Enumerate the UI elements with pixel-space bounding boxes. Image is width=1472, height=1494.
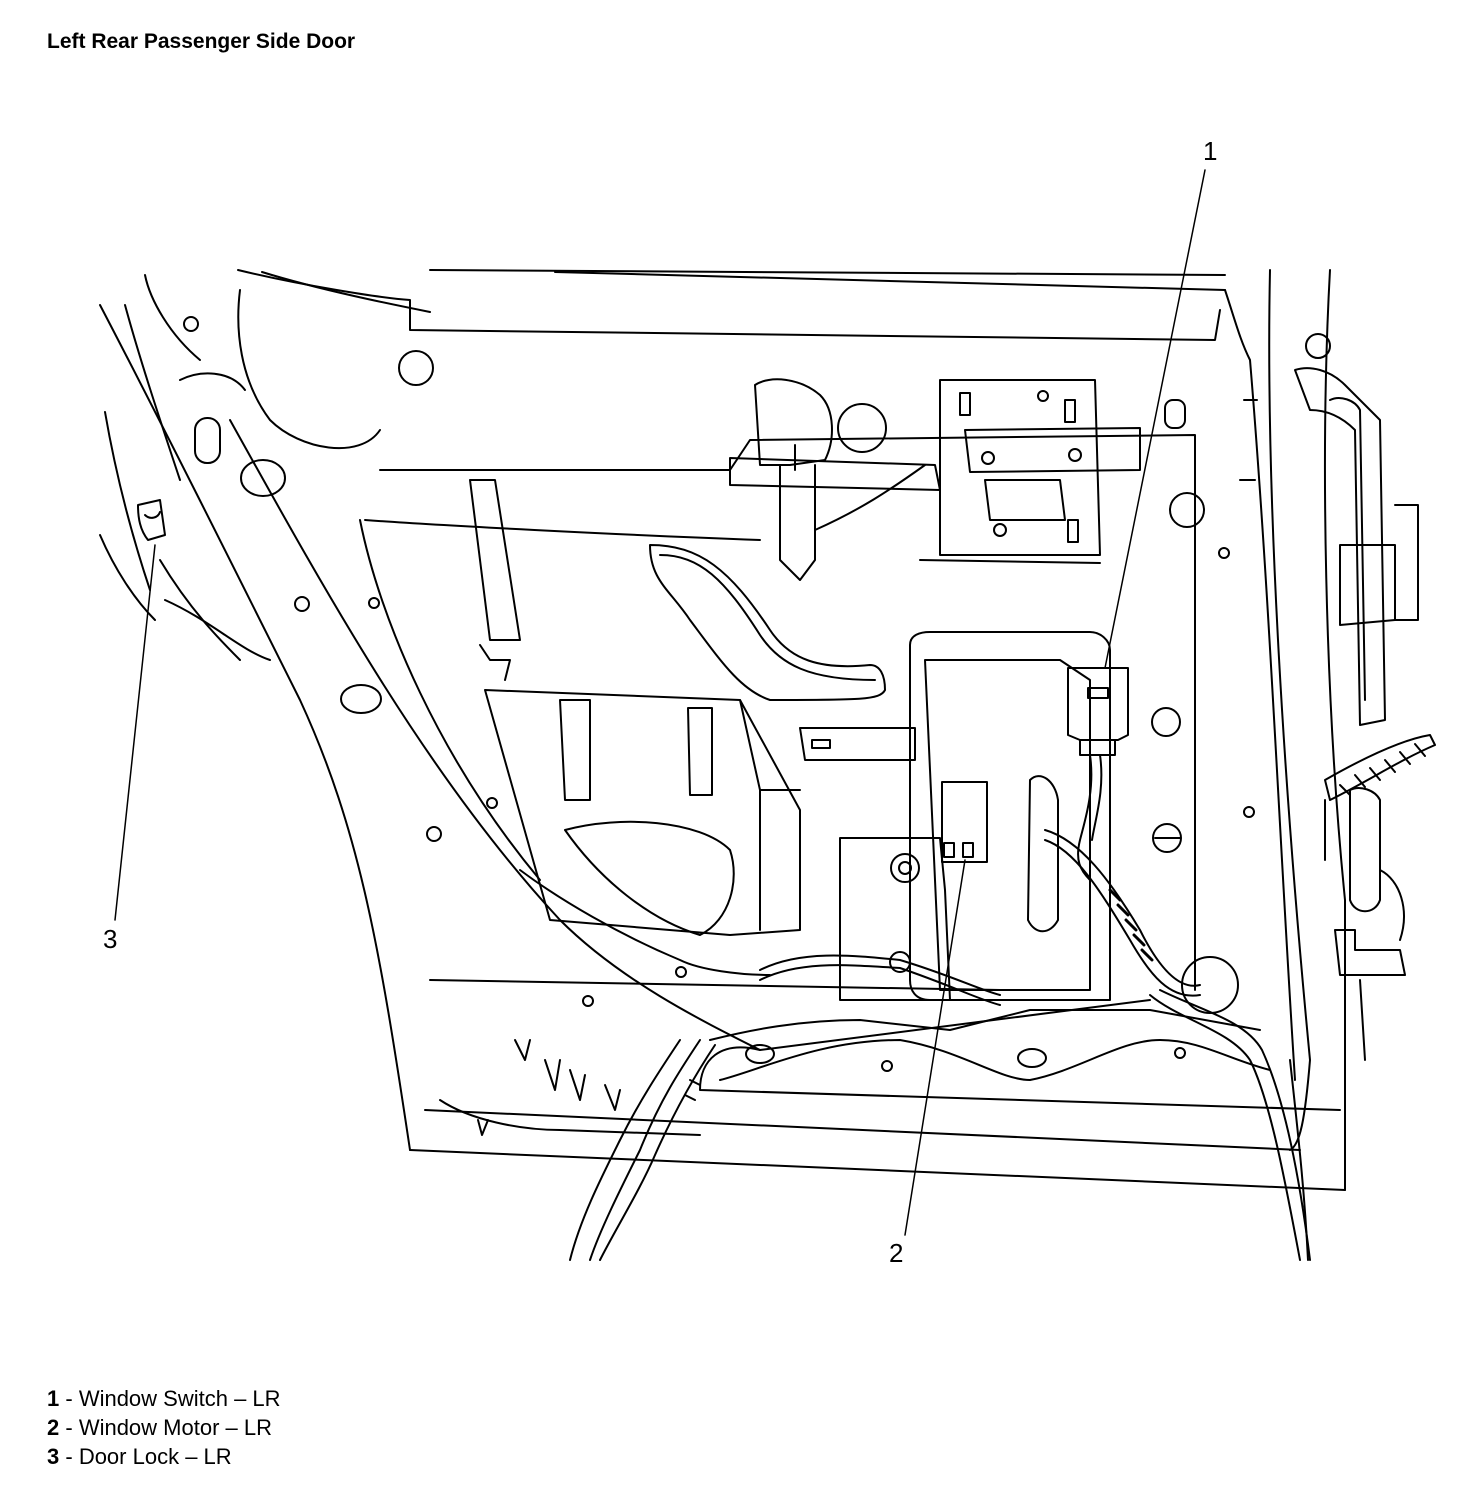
door-lock bbox=[138, 500, 165, 540]
legend-item-2: 2 - Window Motor – LR bbox=[47, 1413, 281, 1442]
legend-text: Window Motor – LR bbox=[78, 1415, 272, 1440]
inner-panel-outline bbox=[230, 420, 1340, 1135]
diagram-title: Left Rear Passenger Side Door bbox=[47, 30, 356, 53]
legend-item-3: 3 - Door Lock – LR bbox=[47, 1442, 281, 1471]
leader-line-2 bbox=[905, 860, 965, 1235]
legend-number: 3 bbox=[47, 1444, 60, 1469]
wiring-harness bbox=[520, 830, 1310, 1260]
legend-number: 2 bbox=[47, 1415, 60, 1440]
latch-mechanism bbox=[730, 379, 1140, 580]
hinge-brackets bbox=[1295, 368, 1435, 1060]
panel-holes bbox=[184, 317, 1330, 1071]
legend-separator: - bbox=[59, 1444, 79, 1469]
legend-separator: - bbox=[59, 1415, 79, 1440]
callout-number-3: 3 bbox=[103, 924, 118, 954]
legend: 1 - Window Switch – LR 2 - Window Motor … bbox=[47, 1384, 281, 1471]
legend-number: 1 bbox=[47, 1386, 60, 1411]
lower-pocket-panel bbox=[485, 690, 800, 935]
window-motor-connector bbox=[942, 782, 987, 862]
module-housing bbox=[800, 632, 1110, 1000]
regulator-channel bbox=[470, 480, 885, 700]
left-trim-lines bbox=[100, 305, 270, 660]
leader-line-3 bbox=[115, 545, 155, 920]
callout-number-2: 2 bbox=[889, 1238, 904, 1268]
door-outer-shell bbox=[100, 270, 1345, 1190]
window-switch-connector bbox=[1068, 668, 1128, 880]
legend-text: Window Switch – LR bbox=[78, 1386, 281, 1411]
leader-line-1 bbox=[1105, 170, 1205, 668]
drain-ribs bbox=[478, 1040, 620, 1135]
leader-lines bbox=[115, 170, 1205, 1235]
callout-number-1: 1 bbox=[1203, 136, 1218, 166]
legend-item-1: 1 - Window Switch – LR bbox=[47, 1384, 281, 1413]
legend-text: Door Lock – LR bbox=[78, 1444, 232, 1469]
legend-separator: - bbox=[59, 1386, 79, 1411]
